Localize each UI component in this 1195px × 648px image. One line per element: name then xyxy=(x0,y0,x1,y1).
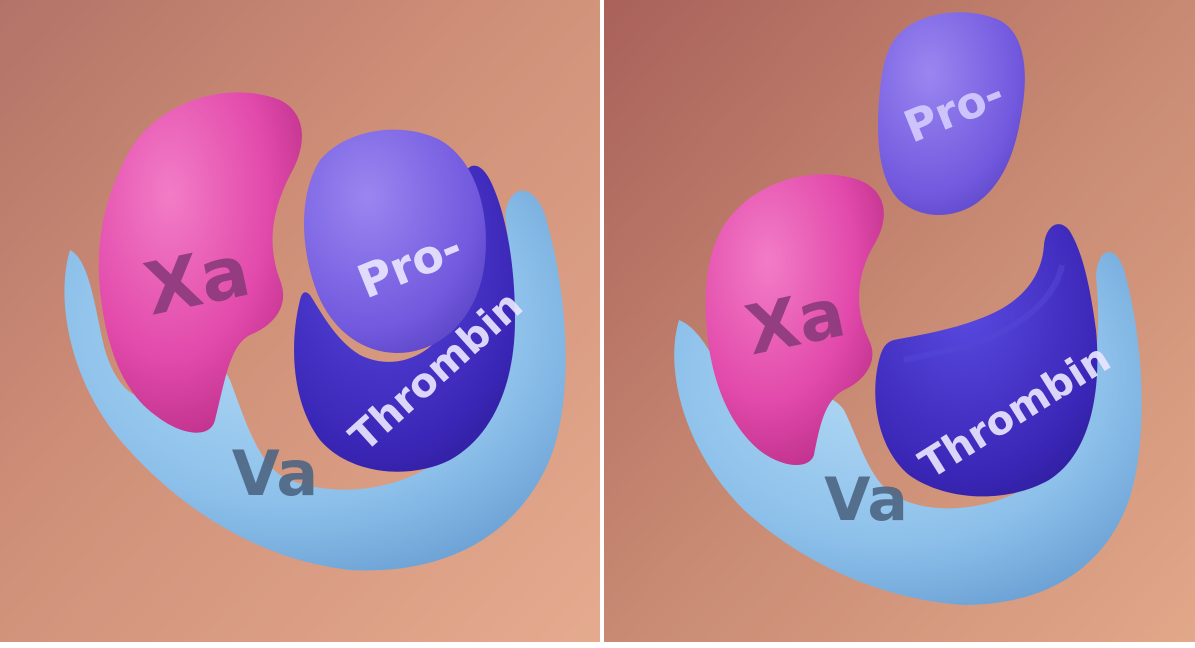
complex-bound-panel: Xa Pro- Thrombin Va xyxy=(0,0,600,648)
va-label: Va xyxy=(232,437,318,510)
bottom-border xyxy=(0,642,1195,648)
complex-bound-illustration: Xa Pro- Thrombin Va xyxy=(0,0,600,648)
pro-released-panel: Xa Pro- Thrombin Va xyxy=(604,0,1195,648)
va-label: Va xyxy=(824,465,908,535)
pro-released-illustration: Xa Pro- Thrombin Va xyxy=(604,0,1195,648)
